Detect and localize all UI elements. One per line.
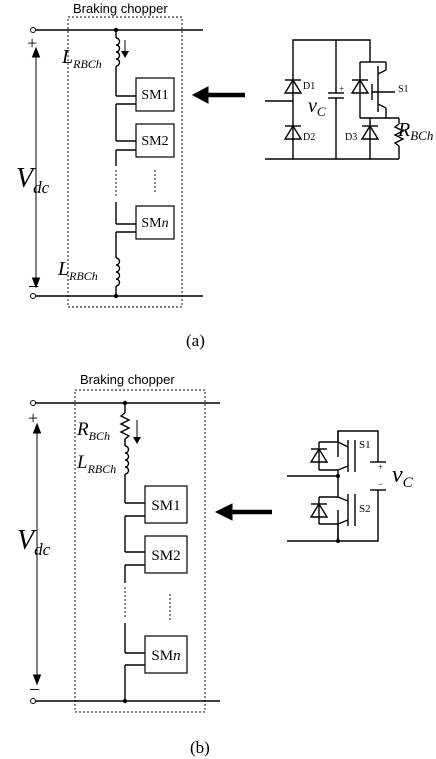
inductor-b bbox=[124, 445, 130, 475]
vc-label-b: vC bbox=[392, 462, 414, 491]
resistor-label-b: RBCh bbox=[76, 419, 110, 443]
inductor-top-a bbox=[115, 37, 121, 67]
s1-label-a: S1 bbox=[398, 84, 409, 95]
vdc-arrow-head-bottom-a bbox=[31, 277, 41, 289]
smn-label-b: SMn bbox=[151, 648, 180, 664]
vdc-arrow-head-top-a bbox=[31, 46, 41, 58]
minus-sign-a: − bbox=[28, 276, 39, 298]
smn-box-a bbox=[135, 205, 175, 240]
d1-label-a: D1 bbox=[303, 81, 315, 92]
positive-terminal-b bbox=[30, 400, 36, 406]
s2-label-b: S2 bbox=[359, 503, 371, 515]
braking-chopper-frame-b bbox=[74, 389, 206, 713]
sm2-label-a: SM2 bbox=[141, 134, 168, 149]
caption-b: (b) bbox=[190, 738, 210, 757]
plus-sign-a: + bbox=[27, 33, 37, 53]
braking-chopper-title-a: Braking chopper bbox=[73, 1, 168, 16]
negative-terminal-a bbox=[30, 293, 36, 299]
minus-sign-b: − bbox=[29, 679, 40, 701]
inductor-top-label-a: LRBCh bbox=[61, 46, 102, 71]
plus-sign-b: + bbox=[28, 408, 38, 428]
vc-plus-a: + bbox=[339, 84, 344, 94]
sm1-box-a bbox=[135, 77, 175, 112]
negative-terminal-b bbox=[30, 698, 36, 704]
vc-label-a: vC bbox=[308, 95, 326, 119]
d3-label-a: D3 bbox=[345, 132, 357, 143]
resistor-branch-b bbox=[119, 412, 131, 440]
caption-a: (a) bbox=[186, 331, 205, 350]
submodule-detail-b: S1 S2 + − vC bbox=[287, 430, 414, 543]
s1-label-b: S1 bbox=[359, 439, 371, 451]
panel-a: Braking chopper + − Vdc LRBCh SM1 SM2 bbox=[16, 1, 433, 350]
diode-d1-a bbox=[283, 78, 303, 94]
sm2-label-b: SM2 bbox=[151, 548, 180, 564]
sm1-label-a: SM1 bbox=[141, 88, 168, 103]
resistor-label-a: RBCh bbox=[397, 119, 433, 143]
vc-minus-b: − bbox=[378, 479, 383, 489]
braking-chopper-frame-a bbox=[67, 16, 183, 308]
vdc-label-b: Vdc bbox=[17, 525, 51, 559]
inductor-label-b: LRBCh bbox=[76, 452, 116, 476]
braking-chopper-title-b: Braking chopper bbox=[80, 372, 175, 387]
smn-box-b bbox=[144, 635, 188, 674]
vc-plus-b: + bbox=[378, 462, 383, 472]
sm1-label-b: SM1 bbox=[151, 498, 180, 514]
positive-terminal-a bbox=[30, 27, 36, 33]
inductor-bottom-label-a: LRBCh bbox=[57, 258, 98, 283]
inductor-bottom-a bbox=[115, 257, 121, 287]
diode-d2-a bbox=[283, 124, 303, 140]
resistor-a bbox=[393, 123, 405, 147]
sm2-box-a bbox=[135, 123, 175, 158]
bottom-junction-b bbox=[122, 698, 128, 704]
d2-label-a: D2 bbox=[303, 132, 315, 143]
diode-upper-b bbox=[309, 447, 329, 463]
smn-label-a: SMn bbox=[141, 216, 168, 231]
bottom-junction-a bbox=[113, 293, 119, 299]
sm2-box-b bbox=[144, 535, 188, 574]
panel-b: Braking chopper + − Vdc RBCh LRBCh SM1 S… bbox=[17, 372, 414, 757]
sm1-box-b bbox=[144, 485, 188, 524]
submodule-detail-a: D1 D2 vC + S1 bbox=[265, 39, 433, 160]
diode-lower-b bbox=[309, 502, 329, 518]
vdc-label-a: Vdc bbox=[16, 163, 50, 197]
